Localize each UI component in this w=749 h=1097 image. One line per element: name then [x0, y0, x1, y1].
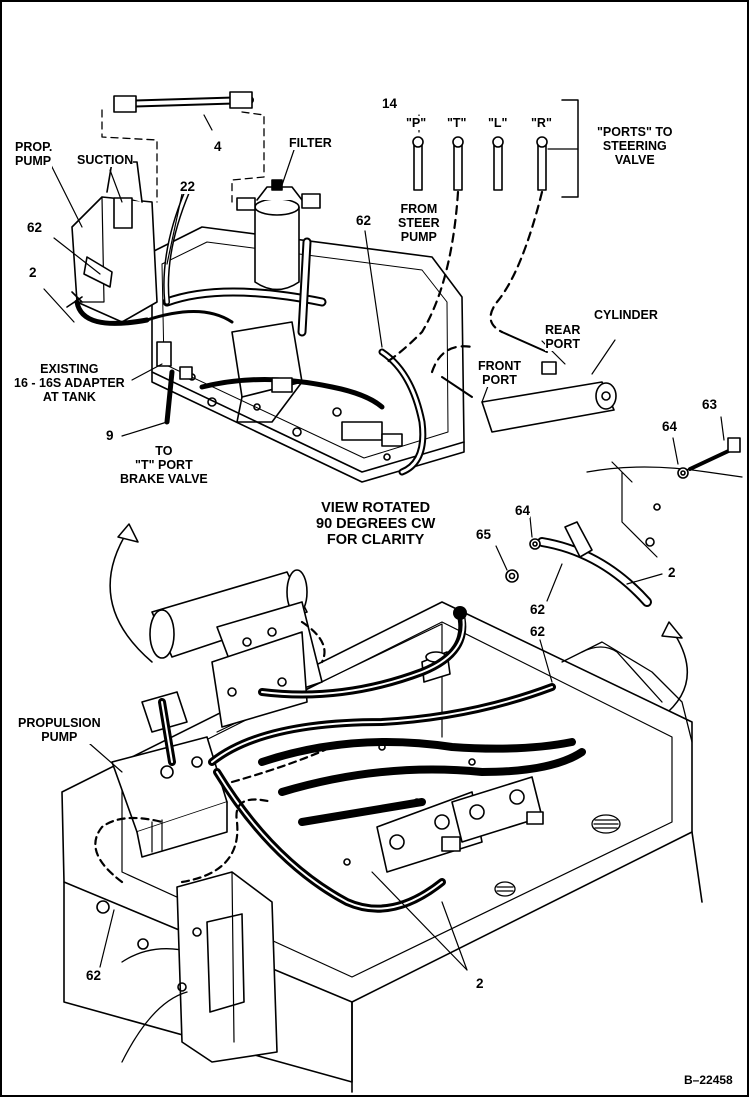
view-note-backdrop [312, 496, 447, 554]
label-suction: SUCTION [77, 153, 134, 167]
steering-dashed-lines [385, 190, 544, 374]
hose-4 [101, 91, 265, 203]
label-port-t: "T" [447, 116, 467, 130]
label-washer-64-a: 64 [662, 419, 678, 434]
label-port-p: "P" [406, 116, 427, 130]
label-clamp-62-top: 62 [27, 220, 43, 235]
label-clamp-62-right: 62 [530, 602, 546, 617]
label-clamp-62-bottom: 62 [86, 968, 102, 983]
chassis-bottom [61, 601, 703, 1093]
label-ports-to-steering: "PORTS" TO STEERING VALVE [597, 125, 673, 167]
label-nut-65: 65 [476, 527, 492, 542]
label-prop-pump: PROP. PUMP [15, 140, 53, 168]
label-to-t-port: TO "T" PORT BRAKE VALVE [120, 444, 208, 486]
hydraulic-hoses-bottom [158, 608, 586, 913]
hose-end-cap [453, 606, 467, 620]
label-hose-2-top: 2 [29, 265, 37, 280]
clamp-detail [505, 437, 743, 607]
label-view-rotated: VIEW ROTATED 90 DEGREES CW FOR CLARITY [316, 500, 436, 548]
label-front-port: FRONT PORT [478, 359, 522, 387]
label-cylinder: CYLINDER [594, 308, 658, 322]
label-bolt-63: 63 [702, 397, 718, 412]
steering-cylinder [441, 331, 617, 433]
label-washer-64-b: 64 [515, 503, 531, 518]
filter-bottom [149, 569, 323, 728]
dashed-routing-bottom [94, 620, 344, 884]
filter-body [236, 179, 321, 291]
label-propulsion-pump: PROPULSION PUMP [18, 716, 101, 744]
label-port-l: "L" [488, 116, 508, 130]
tank-hoses [74, 189, 427, 476]
label-port-r: "R" [531, 116, 552, 130]
label-hose-2-bottom: 2 [476, 976, 484, 991]
label-filter: FILTER [289, 136, 332, 150]
label-rear-port: REAR PORT [545, 323, 581, 351]
label-hose-2-right: 2 [668, 565, 676, 580]
label-clamp-62-mid: 62 [356, 213, 372, 228]
label-fitting-14: 14 [382, 96, 398, 111]
propulsion-pump-bottom [111, 691, 228, 858]
steering-port-fittings [412, 99, 579, 198]
rotation-arrows [109, 523, 689, 718]
label-clamp-62-lower: 62 [530, 624, 546, 639]
label-from-steer-pump: FROM STEER PUMP [398, 202, 440, 244]
label-fitting-9: 9 [106, 428, 114, 443]
figure-id: B–22458 [684, 1073, 733, 1087]
label-hose-22: 22 [180, 179, 196, 194]
label-hose-4: 4 [214, 139, 222, 154]
prop-pump-top [66, 161, 158, 323]
label-existing-adapter: EXISTING 16 - 16S ADAPTER AT TANK [14, 362, 125, 404]
